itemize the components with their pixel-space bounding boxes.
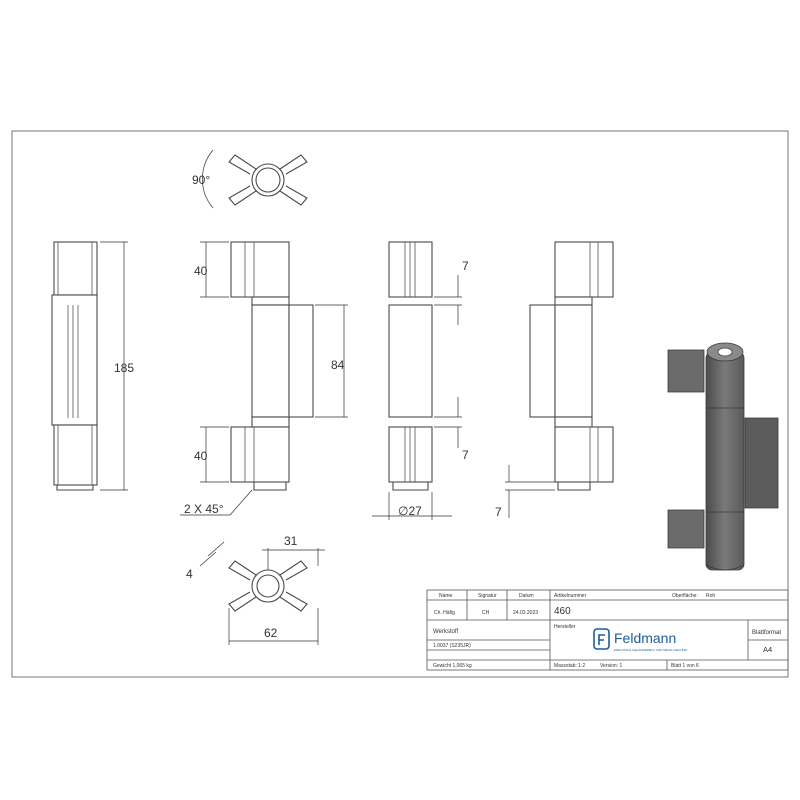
- chamfer-label: 2 X 45°: [184, 502, 224, 516]
- tb-company: Feldmann: [614, 630, 676, 646]
- feldmann-logo: Feldmann EDELSTAHL-GELÄNDERBAU UND METAL…: [593, 628, 688, 652]
- profile-view: 7 7 ∅27: [372, 241, 469, 520]
- side-view-left: 185: [51, 241, 134, 491]
- tb-oberflaeche-value: Roh: [706, 593, 715, 599]
- tb-artikel-header: Artikelnummer: [554, 593, 587, 599]
- mirror-view: 7: [495, 241, 614, 519]
- tb-signatur-header: Signatur: [478, 593, 497, 599]
- tb-oberflaeche-header: Oberfläche:: [672, 593, 698, 599]
- gap-right-label: 7: [495, 505, 502, 519]
- tb-werkstoff-label: Werkstoff: [433, 629, 458, 635]
- tb-datum-header: Datum: [519, 593, 534, 599]
- width-label: 62: [264, 626, 278, 640]
- middle-leaf-label: 84: [331, 358, 345, 372]
- tb-artikel-value: 460: [554, 606, 571, 617]
- drawing-frame: [11, 130, 789, 678]
- top-leaf-label: 40: [194, 264, 208, 278]
- title-block: Name Signatur Datum Artikelnummer Oberfl…: [426, 589, 789, 671]
- bottom-top-view: 31 4 62: [186, 534, 325, 645]
- tb-massstab: Massstab: 1:2: [554, 663, 585, 669]
- front-view: 40 84 40 2 X 45°: [180, 241, 348, 516]
- tb-blattformat-value: A4: [763, 645, 772, 654]
- thickness-label: 4: [186, 567, 193, 581]
- gap-bottom-label: 7: [462, 448, 469, 462]
- hinge-3d-render: [667, 342, 779, 571]
- height-total-label: 185: [114, 361, 134, 375]
- top-view: 90°: [192, 149, 308, 209]
- offset-label: 31: [284, 534, 298, 548]
- angle-label: 90°: [192, 173, 210, 187]
- tb-name-header: Name: [439, 593, 453, 599]
- tb-gewicht: Gewicht 1,065 kg: [433, 663, 472, 669]
- tb-name-value: Ch. Häfig: [434, 610, 455, 616]
- tb-blattformat-label: Blattformat: [752, 630, 781, 636]
- tb-company-tagline: EDELSTAHL-GELÄNDERBAU UND METALLTECHNIK: [614, 648, 688, 652]
- tb-hersteller-label: Hersteller: [554, 624, 576, 630]
- tb-signatur-value: CH: [482, 610, 490, 616]
- gap-top-label: 7: [462, 259, 469, 273]
- bottom-leaf-label: 40: [194, 449, 208, 463]
- tb-datum-value: 24.03.2023: [513, 610, 538, 616]
- tb-blatt: Blatt 1 von 6: [671, 663, 699, 669]
- diameter-label: ∅27: [398, 504, 422, 518]
- tb-version: Version: 1: [600, 663, 622, 669]
- tb-werkstoff-value: 1.0037 (S235JR): [433, 643, 471, 649]
